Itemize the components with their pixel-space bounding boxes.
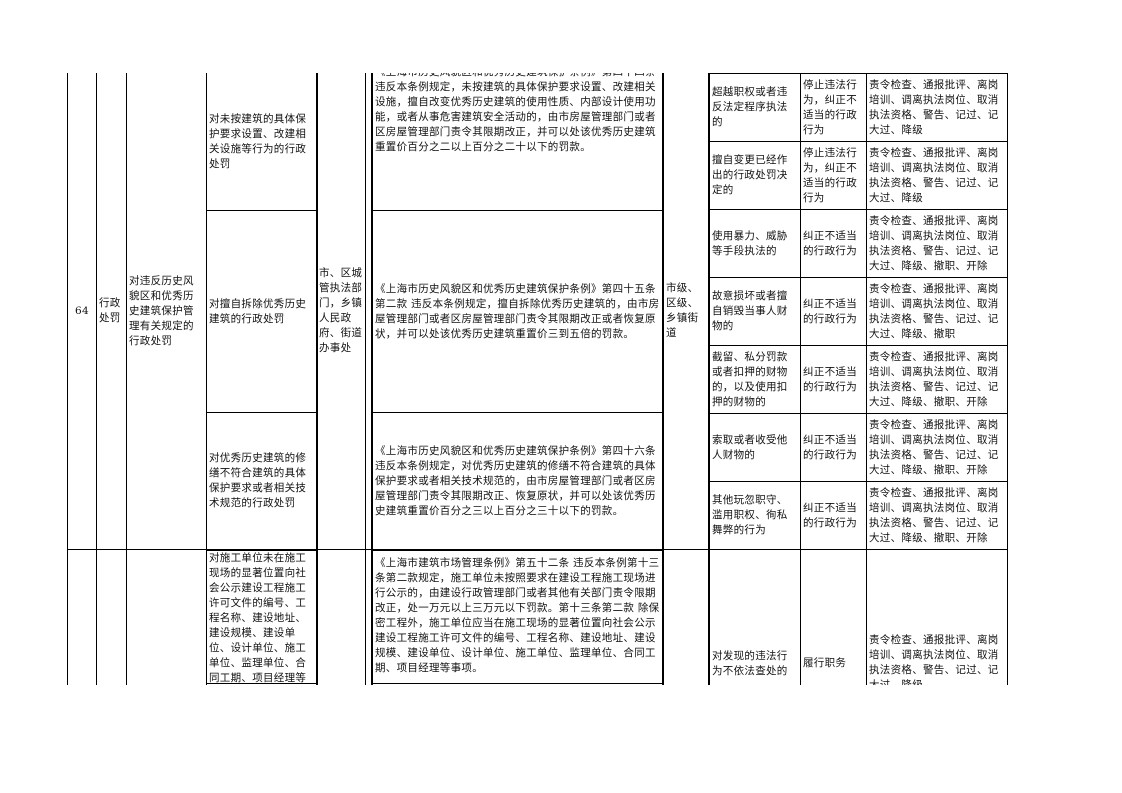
- accountability-duty: 纠正不适当的行政行为: [803, 501, 857, 529]
- grid-line: [662, 73, 664, 685]
- grid-line: [206, 549, 317, 551]
- category-cell: 行政处罚: [99, 73, 125, 549]
- legal-basis-text: 《上海市历史风貌区和优秀历史建筑保护条例》第四十五条第二款 违反本条例规定，擅自…: [375, 282, 660, 340]
- item-name-text: 对违反历史风貌区和优秀历史建筑保护管理有关规定的行政处罚: [129, 274, 194, 347]
- accountability-duty: 纠正不适当的行政行为: [803, 229, 857, 257]
- grid-line: [206, 412, 317, 413]
- sub-item-name: 对未按建筑的具体保护要求设置、改建相关设施等行为的行政处罚: [209, 112, 307, 170]
- item-name-cell: 对违反历史风貌区和优秀历史建筑保护管理有关规定的行政处罚: [129, 73, 204, 549]
- sub-item-name: 对优秀历史建筑的修缮不符合建筑的具体保护要求或者相关技术规范的行政处罚: [209, 452, 307, 509]
- accountability-duty: 纠正不适当的行政行为: [803, 297, 857, 325]
- accountability-situation: 擅自变更已经作出的行政处罚决定的: [712, 154, 788, 196]
- grid-line: [206, 73, 207, 685]
- document-page-clip: 64 行政处罚 对违反历史风貌区和优秀历史建筑保护管理有关规定的行政处罚 对未按…: [0, 73, 1122, 685]
- legal-basis-cell: 《上海市历史风貌区和优秀历史建筑保护条例》第四十五条第二款 违反本条例规定，擅自…: [375, 211, 661, 412]
- accountability-situation: 对发现的违法行为不依法查处的: [712, 650, 788, 677]
- accountability-penalty: 责令检查、通报批评、离岗培训、调离执法岗位、取消执法资格、警告、记过、记大过、降…: [869, 486, 999, 544]
- legal-basis-cell: 《上海市历史风貌区和优秀历史建筑保护条例》第四十六条 违反本条例规定，对优秀历史…: [375, 413, 661, 549]
- grid-line: [371, 412, 664, 413]
- accountability-situation: 故意损坏或者擅自销毁当事人财物的: [712, 290, 788, 332]
- grid-line: [126, 73, 127, 685]
- grid-line: [365, 73, 366, 685]
- accountability-situation: 其他玩忽职守、滥用职权、徇私舞弊的行为: [712, 494, 788, 536]
- enforcement-subject-cell: 市、区城管执法部门，乡镇人民政府、街道办事处: [319, 73, 365, 549]
- grid-line: [708, 73, 710, 685]
- grid-line: [708, 413, 1008, 414]
- grid-line: [1007, 73, 1008, 685]
- accountability-duty: 纠正不适当的行政行为: [803, 433, 857, 461]
- category-text: 行政处罚: [99, 297, 121, 324]
- legal-basis-text: 《上海市历史风貌区和优秀历史建筑保护条例》第四十六条 违反本条例规定，对优秀历史…: [375, 444, 656, 517]
- grid-line: [708, 209, 1008, 210]
- grid-line: [371, 683, 664, 684]
- accountability-situation: 索取或者收受他人财物的: [712, 433, 788, 461]
- accountability-penalty: 责令检查、通报批评、离岗培训、调离执法岗位、取消执法资格、警告、记过、记大过、降…: [869, 146, 999, 204]
- sub-item-name-cell: 对优秀历史建筑的修缮不符合建筑的具体保护要求或者相关技术规范的行政处罚: [209, 413, 314, 549]
- grid-line: [371, 549, 664, 551]
- accountability-penalty: 责令检查、通报批评、离岗培训、调离执法岗位、取消执法资格、警告、记过、记大过、降…: [869, 282, 999, 340]
- sub-item-name-cell: 对未按建筑的具体保护要求设置、改建相关设施等行为的行政处罚: [209, 73, 314, 210]
- grid-line: [866, 73, 867, 685]
- accountability-penalty: 责令检查、通报批评、离岗培训、调离执法岗位、取消执法资格、警告、记过、记大过、降…: [869, 214, 999, 272]
- accountability-situation: 超越职权或者违反法定程序执法的: [712, 86, 788, 128]
- grid-line: [316, 73, 318, 685]
- enforcement-subject-text: 市、区城管执法部门，乡镇人民政府、街道办事处: [319, 267, 363, 354]
- accountability-duty: 停止违法行为，纠正不适当的行政行为: [803, 146, 857, 204]
- accountability-penalty: 责令检查、通报批评、离岗培训、调离执法岗位、取消执法资格、警告、记过、记大过、降…: [869, 350, 999, 408]
- grid-line: [708, 141, 1008, 142]
- legal-basis-text: 《上海市历史风貌区和优秀历史建筑保护条例》第四十四条 违反本条例规定，未按建筑的…: [375, 73, 656, 153]
- accountability-penalty: 责令检查、通报批评、离岗培训、调离执法岗位、取消执法资格、警告、记过、记大过、降…: [869, 634, 999, 685]
- sub-item-name-cell: 对施工单位未在施工现场的显著位置向社会公示建设工程施工许可文件的编号、工程名称、…: [209, 551, 314, 684]
- accountability-penalty: 责令检查、通报批评、离岗培训、调离执法岗位、取消执法资格、警告、记过、记大过、降…: [869, 418, 999, 476]
- accountability-situation: 截留、私分罚款或者扣押的财物的，以及使用扣押的财物的: [712, 350, 788, 408]
- accountability-situation: 使用暴力、威胁等手段执法的: [712, 229, 788, 257]
- grid-line: [708, 277, 1008, 278]
- grid-line: [371, 210, 664, 211]
- accountability-duty: 履行职务: [803, 657, 847, 669]
- legal-basis-cell: 《上海市建筑市场管理条例》第五十二条 违反本条例第十三条第二款规定，施工单位未按…: [375, 556, 661, 683]
- accountability-duty: 纠正不适当的行政行为: [803, 365, 857, 393]
- grid-line: [96, 73, 97, 685]
- sub-item-name-cell: 对擅自拆除优秀历史建筑的行政处罚: [209, 211, 314, 412]
- grid-line: [708, 481, 1008, 482]
- legal-basis-cell: 《上海市历史风貌区和优秀历史建筑保护条例》第四十四条 违反本条例规定，未按建筑的…: [375, 73, 661, 209]
- sub-item-name: 对擅自拆除优秀历史建筑的行政处罚: [209, 297, 307, 325]
- grid-line: [800, 73, 801, 685]
- accountability-duty: 停止违法行为，纠正不适当的行政行为: [803, 78, 857, 136]
- accountability-penalty: 责令检查、通报批评、离岗培训、调离执法岗位、取消执法资格、警告、记过、记大过、降…: [869, 78, 999, 136]
- grid-line: [206, 210, 317, 211]
- row-number: 64: [75, 304, 89, 317]
- grid-line: [371, 73, 373, 685]
- grid-line: [67, 73, 68, 685]
- legal-basis-text: 《上海市建筑市场管理条例》第五十二条 违反本条例第十三条第二款规定，施工单位未按…: [375, 557, 660, 674]
- level-cell: 市级、区级、乡镇街道: [666, 73, 707, 549]
- grid-line: [708, 345, 1008, 346]
- sub-item-name: 对施工单位未在施工现场的显著位置向社会公示建设工程施工许可文件的编号、工程名称、…: [209, 552, 307, 684]
- grid-line: [206, 683, 317, 684]
- level-text: 市级、区级、乡镇街道: [666, 282, 699, 339]
- enforcement-table: 64 行政处罚 对违反历史风貌区和优秀历史建筑保护管理有关规定的行政处罚 对未按…: [0, 73, 1122, 685]
- grid-line: [708, 73, 1008, 74]
